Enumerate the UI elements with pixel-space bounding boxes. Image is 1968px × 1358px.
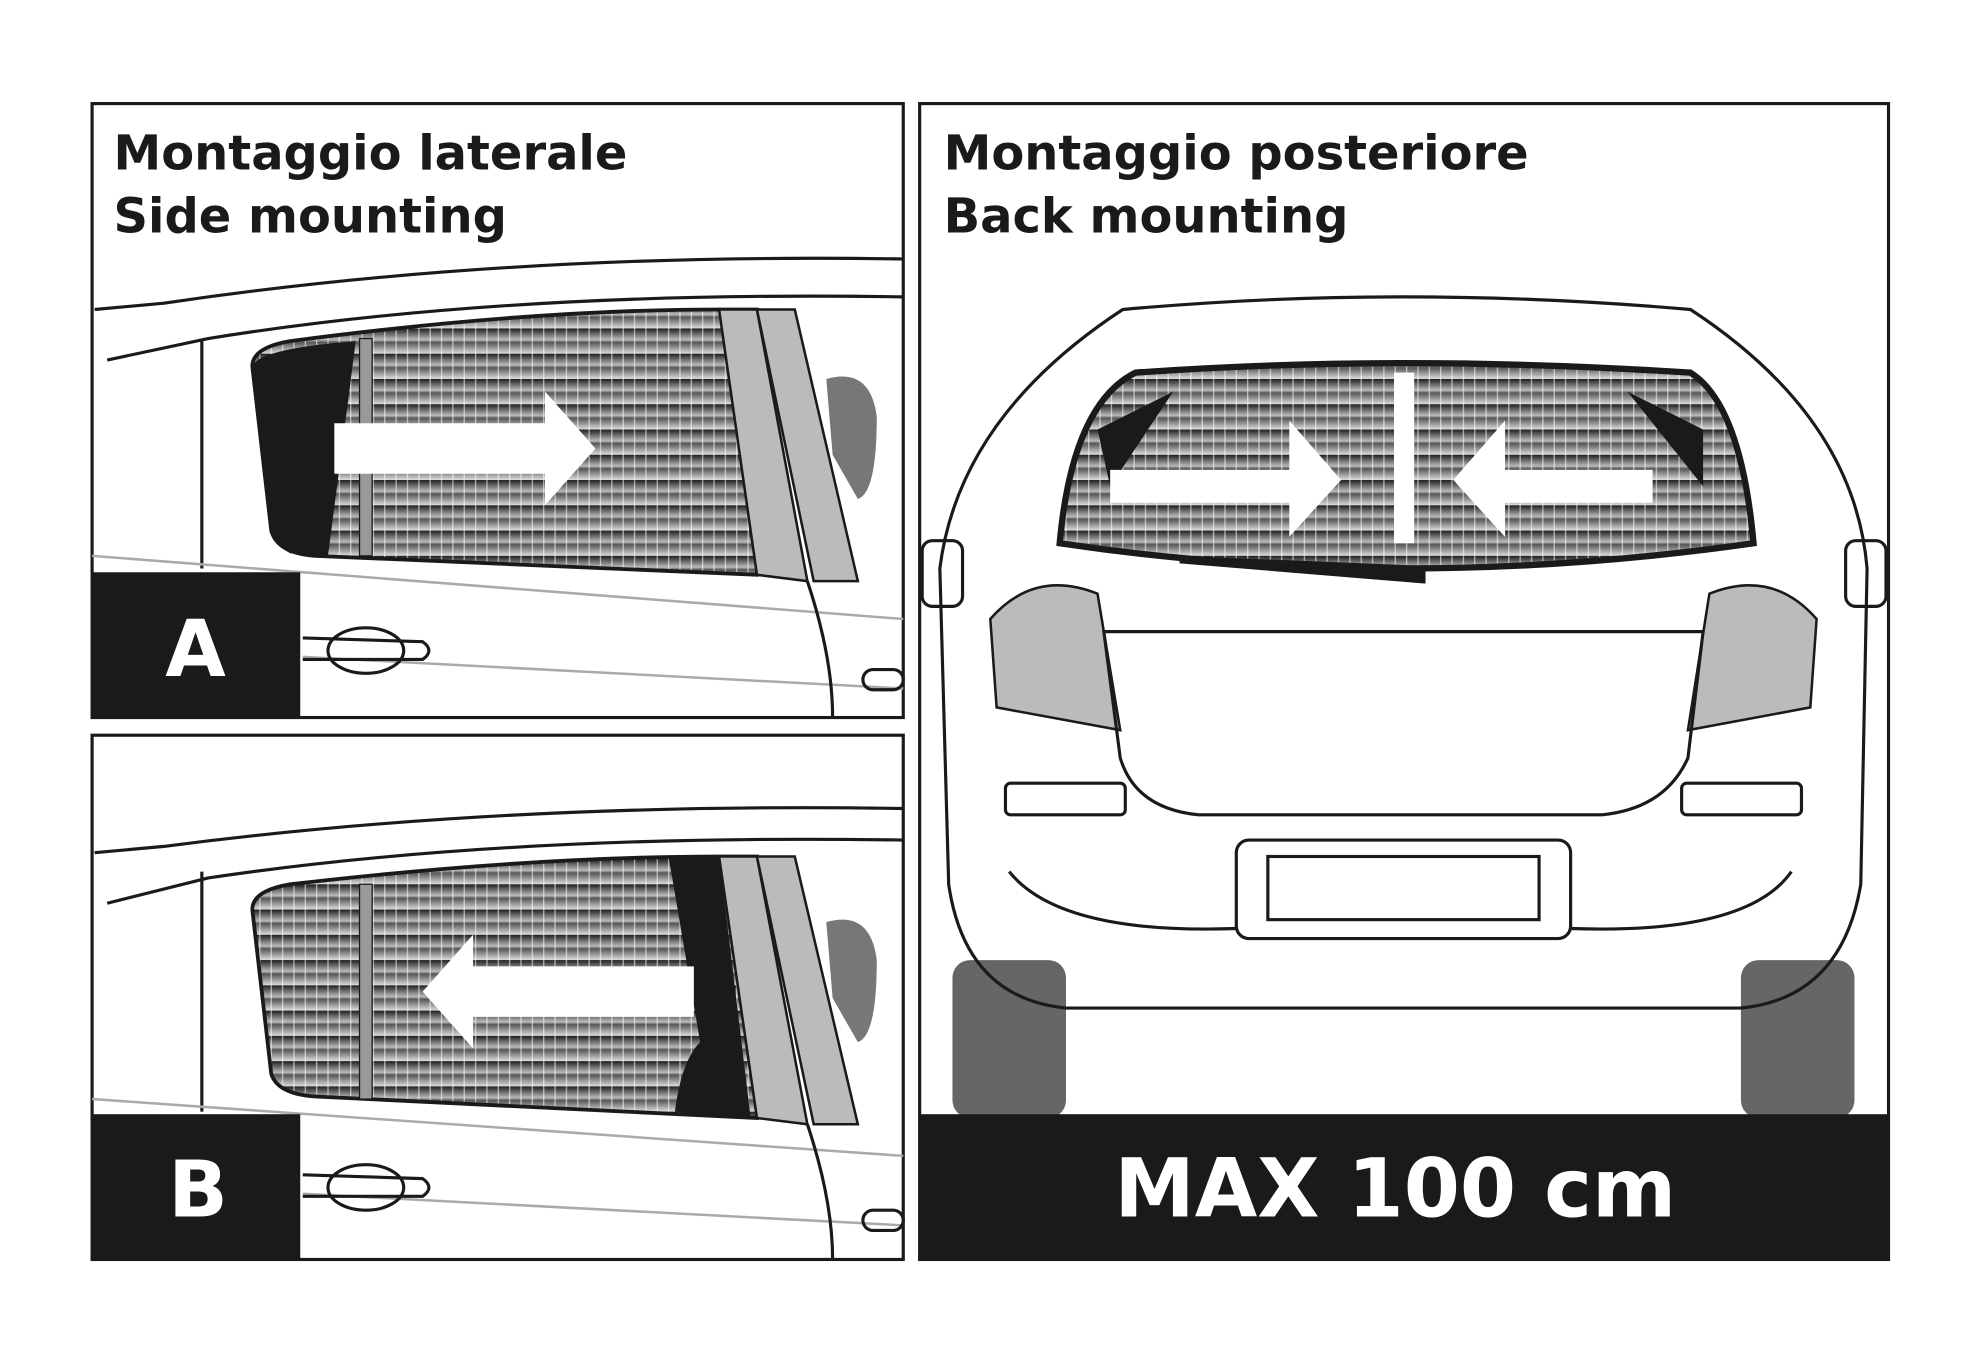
max-width-label: MAX 100 cm (1114, 1142, 1676, 1236)
variant-label-a: A (165, 604, 226, 695)
back-panel: Montaggio posteriore Back mounting MAX 1… (918, 102, 1891, 1262)
door-handle-icon (326, 626, 406, 675)
side-panel-b: B (90, 733, 905, 1262)
tail-light-left-icon (989, 584, 1122, 732)
license-plate-icon (1266, 854, 1541, 922)
side-panel-a: Montaggio laterale Side mounting A (90, 102, 905, 720)
curtain-gathered-icon-b (668, 856, 751, 1118)
wiper-icon (1179, 555, 1426, 584)
arrow-left-icon-rear (1453, 420, 1653, 537)
car-rear-illustration (920, 295, 1888, 1118)
side-title-it: Montaggio laterale (114, 125, 628, 181)
arrow-right-icon (334, 391, 596, 506)
curtain-gathered-icon (252, 341, 356, 556)
curtain-gathered-icon-rear (1097, 391, 1704, 487)
tail-light-right-icon (1686, 584, 1818, 732)
arrow-left-icon (422, 934, 694, 1049)
passenger-silhouette-icon (826, 376, 877, 499)
variant-label-b: B (168, 1144, 228, 1235)
back-title-en: Back mounting (944, 188, 1349, 244)
side-title-en: Side mounting (114, 188, 507, 244)
car-side-illustration-b (92, 806, 905, 1260)
car-side-illustration-a (91, 256, 905, 718)
arrow-right-icon-rear (1110, 420, 1342, 537)
back-title-it: Montaggio posteriore (944, 125, 1529, 181)
